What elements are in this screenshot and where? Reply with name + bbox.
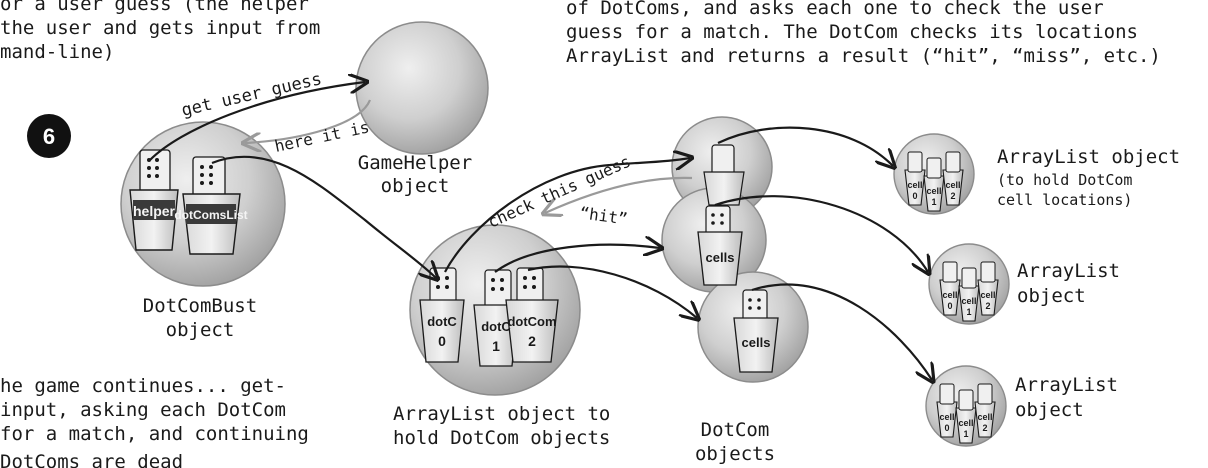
arrow-arraylist-to-dotcom-2 bbox=[494, 245, 660, 273]
caption-bottom-left-line-2: input, asking each DotCom bbox=[0, 399, 286, 421]
arraylist-b-cell2-label: cell bbox=[980, 290, 995, 300]
dotcom-label-line-2: objects bbox=[694, 443, 776, 465]
gamehelper-label-line-1: GameHelper bbox=[357, 152, 473, 174]
arraylist-a-cell1-label: cell bbox=[926, 186, 941, 196]
arraylist-c-cell2-label: cell bbox=[977, 412, 992, 422]
arraylist-main-cup0-label: dotC bbox=[427, 314, 457, 329]
label-hit: “hit” bbox=[578, 203, 628, 229]
arraylist-a-cell1-index: 1 bbox=[931, 197, 936, 207]
arrow-dotcomslist-to-arraylist bbox=[211, 155, 436, 278]
gamehelper-label-line-2: object bbox=[380, 175, 450, 197]
arrow-arraylist-to-dotcom-3 bbox=[527, 265, 697, 318]
arrow-here-it-is bbox=[245, 99, 372, 143]
arraylist-b-cell1-index: 1 bbox=[966, 307, 971, 317]
dotcom-cells-cups bbox=[697, 144, 779, 373]
arraylist-c-cell0-label: cell bbox=[939, 412, 954, 422]
caption-top-left-line-2: the user and gets input from bbox=[0, 17, 321, 39]
dotcom-cup-label-3: cells bbox=[742, 335, 771, 350]
caption-top-right-line-2: guess for a match. The DotCom checks its… bbox=[566, 21, 1138, 43]
dotcombust-label-line-2: object bbox=[165, 319, 235, 341]
caption-bottom-left-line-1: he game continues... get- bbox=[0, 375, 286, 397]
arraylist-a-label-line-2: (to hold DotCom bbox=[997, 171, 1133, 189]
caption-bottom-left-line-4: DotComs are dead bbox=[0, 451, 184, 468]
caption-top-left-line-1: or a user guess (the helper bbox=[0, 0, 309, 15]
caption-bottom-left-line-3: for a match, and continuing bbox=[0, 423, 309, 445]
arraylist-b-label-line-1: ArrayList bbox=[1017, 260, 1120, 282]
arraylist-a-cell2-label: cell bbox=[945, 180, 960, 190]
arraylist-b-cell0-index: 0 bbox=[947, 301, 952, 311]
arraylist-b-label-line-2: object bbox=[1017, 285, 1086, 307]
dotcom-cup-label-2: cells bbox=[706, 250, 735, 265]
helper-reference-cup bbox=[129, 149, 179, 251]
arraylist-main-label-line-2: hold DotCom objects bbox=[393, 427, 611, 449]
arraylist-c-cell0-index: 0 bbox=[944, 423, 949, 433]
caption-top-left-line-3: mand-line) bbox=[0, 41, 115, 63]
arraylist-a-cell2-index: 2 bbox=[950, 191, 955, 201]
arraylist-a-cell0-label: cell bbox=[907, 180, 922, 190]
arrow-get-user-guess bbox=[149, 82, 365, 161]
arraylist-main-cup2-label: dotCom bbox=[507, 314, 556, 329]
arraylist-c-label-line-2: object bbox=[1015, 399, 1084, 421]
arrow-dotcom3-to-arraylist-c bbox=[751, 283, 932, 380]
caption-top-right-line-1: of DotComs, and asks each one to check t… bbox=[566, 0, 1104, 19]
arraylist-main-cup2-index: 2 bbox=[528, 333, 536, 349]
dotcombust-label-line-1: DotComBust bbox=[142, 295, 258, 317]
arraylist-b-cell2-index: 2 bbox=[985, 301, 990, 311]
arraylist-main-cups bbox=[419, 267, 559, 367]
dotcomslist-cup-label: dotComsList bbox=[174, 208, 247, 222]
arraylist-c-label-line-1: ArrayList bbox=[1015, 374, 1118, 396]
step-number-badge bbox=[27, 114, 71, 158]
arraylist-a-cell0-index: 0 bbox=[912, 191, 917, 201]
dotcom-label-line-1: DotCom bbox=[700, 419, 770, 441]
arraylist-c-cell1-label: cell bbox=[958, 418, 973, 428]
arraylist-b-bubble bbox=[928, 243, 1010, 325]
arraylist-main-label-line-1: ArrayList object to bbox=[393, 403, 611, 425]
caption-top-right-line-3: ArrayList and returns a result (“hit”, “… bbox=[566, 45, 1161, 67]
arraylist-c-bubble bbox=[925, 365, 1007, 447]
arrow-hit bbox=[545, 176, 693, 213]
arrow-dotcom1-to-arraylist-a bbox=[717, 126, 893, 166]
arraylist-c-cell2-index: 2 bbox=[982, 423, 987, 433]
arraylist-a-label-line-3: cell locations) bbox=[997, 191, 1133, 209]
arraylist-a-label-line-1: ArrayList object bbox=[997, 146, 1181, 168]
arraylist-main-cup1-index: 1 bbox=[492, 338, 500, 354]
label-get-user-guess: get user guess bbox=[180, 69, 324, 121]
arrow-dotcom2-to-arraylist-b bbox=[714, 195, 928, 272]
helper-cup-label: helper bbox=[133, 203, 176, 219]
arraylist-b-cell0-label: cell bbox=[942, 290, 957, 300]
gamehelper-object-bubble bbox=[355, 21, 489, 155]
arraylist-b-cell1-label: cell bbox=[961, 296, 976, 306]
step-number: 6 bbox=[43, 124, 55, 149]
arraylist-main-cup0-index: 0 bbox=[438, 333, 446, 349]
arraylist-main-cup1-label: dotC bbox=[481, 319, 511, 334]
arrow-check-this-guess bbox=[444, 158, 690, 273]
arraylist-c-cell1-index: 1 bbox=[963, 429, 968, 439]
arraylist-a-bubble bbox=[893, 133, 975, 215]
dotcomslist-reference-cup bbox=[182, 156, 241, 255]
